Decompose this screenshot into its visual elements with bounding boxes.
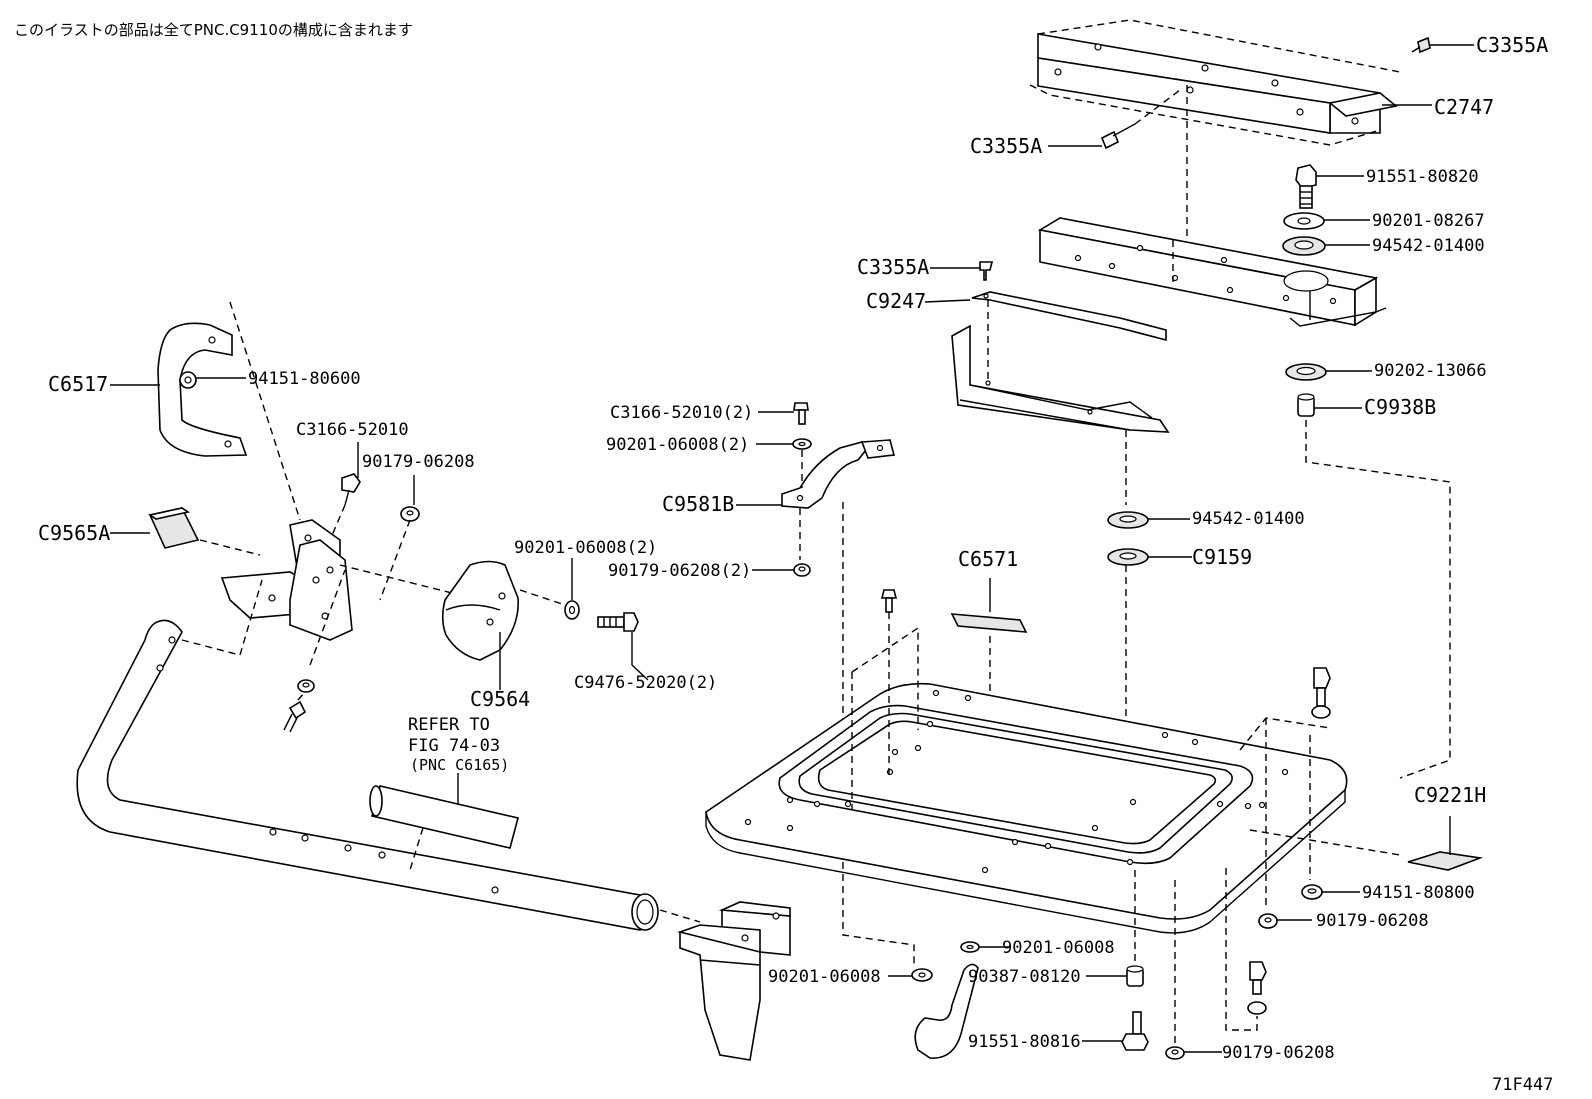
label-c9938b: C9938B [1364,395,1436,419]
bolt-c9476-52020 [597,612,649,681]
washer-94542-01400-a [1282,236,1370,256]
nut-90179-06208-b [1258,913,1312,929]
label-c6517: C6517 [48,372,108,396]
washer-90201-06008-2a [756,438,812,450]
label-94151-80600: 94151-80600 [248,369,361,389]
label-90179-06208-2: 90179-06208(2) [608,561,751,581]
part-heater-bracket [951,300,1170,433]
screw-c3355a-left [1048,89,1181,150]
label-c3166-52010: C3166-52010 [296,420,409,440]
label-91551-80816: 91551-80816 [968,1032,1081,1052]
nut-90179-06208-c [1165,880,1222,1060]
part-ref-pipe-c6165 [369,773,519,849]
bolt-tray-left [880,589,898,780]
part-c9221h-pad [1407,816,1484,871]
part-square-tube [1037,217,1387,327]
part-hinge-leg [677,901,791,1061]
collar-c9938b [1297,393,1451,779]
bolt-91551-80816 [1082,1011,1149,1051]
part-mounting-bracket [220,519,353,641]
label-90201-06008-2b: 90201-06008(2) [514,538,657,558]
washer-90201-06008-left [564,558,580,620]
label-90387-08120: 90387-08120 [968,967,1081,987]
nut-90179-06208-a [379,475,420,601]
label-c3166-52010-2: C3166-52010(2) [610,403,753,423]
label-c2747: C2747 [1434,95,1494,119]
bolt-bracket-lower [283,691,307,733]
washer-90201-08267 [1283,212,1370,230]
label-c9564: C9564 [470,687,530,711]
label-c6571: C6571 [958,547,1018,571]
washer-90201-06008-c [960,941,1010,953]
label-c3355a-mid: C3355A [857,255,929,279]
part-c9564-cushion [441,560,519,690]
nut-94151-80800 [1301,884,1360,900]
refer-line1: REFER TO [408,715,490,735]
part-floor-tray [705,682,1348,934]
part-c9247-strip [924,291,1167,342]
screw-c3355a-top [1411,36,1474,54]
washer-c9159 [1107,548,1192,566]
figure-id: 71F447 [1492,1075,1553,1095]
label-c9221h: C9221H [1414,783,1486,807]
part-drain-hose [914,963,979,1059]
label-90179-06208-b: 90179-06208 [1316,911,1429,931]
bolt-91551-80820 [1295,164,1364,209]
washer-94542-01400-b [1107,511,1190,529]
screw-c3166-52010 [329,442,361,541]
part-c9581b-strap [736,439,915,968]
collar-90387-08120 [1086,870,1144,987]
label-c9159: C9159 [1192,545,1252,569]
label-90201-06008-d: 90201-06008 [768,967,881,987]
nut-94151-80600 [179,371,246,389]
part-c6517-handle-bracket [110,322,248,457]
washer-90201-06008-d [888,968,933,982]
label-90179-06208-a: 90179-06208 [362,452,475,472]
label-c3355a-top: C3355A [1476,33,1548,57]
part-c9565a-pad [110,507,261,556]
label-90202-13066: 90202-13066 [1374,361,1487,381]
label-90179-06208-c: 90179-06208 [1222,1043,1335,1063]
label-90201-08267: 90201-08267 [1372,211,1485,231]
label-c9476-52020-2: C9476-52020(2) [574,673,717,693]
label-90201-06008-2a: 90201-06008(2) [606,435,749,455]
refer-line2: FIG 74-03 [408,736,500,756]
label-94542-01400-b: 94542-01400 [1192,509,1305,529]
screw-c3166-52010-2 [758,402,809,425]
refer-line3: (PNC C6165) [410,756,509,774]
label-91551-80820: 91551-80820 [1366,167,1479,187]
screw-c3355a-mid [930,261,994,281]
bolt-bottom-right [1225,868,1267,1031]
nut-90179-06208-2 [752,563,811,577]
part-c2747-channel [1029,19,1401,146]
bolt-tray-right [1309,667,1331,880]
label-c3355a-left: C3355A [970,134,1042,158]
label-94151-80800: 94151-80800 [1362,883,1475,903]
label-c9581b: C9581B [662,492,734,516]
label-94542-01400-a: 94542-01400 [1372,236,1485,256]
header-note: このイラストの部品は全てPNC.C9110の構成に含まれます [14,21,413,39]
label-90201-06008-c: 90201-06008 [1002,938,1115,958]
label-c9247: C9247 [866,289,926,313]
label-c9565a: C9565A [38,521,110,545]
nut-bracket-lower [297,679,315,693]
part-pipe-frame [76,579,701,931]
washer-90202-13066 [1285,363,1372,381]
